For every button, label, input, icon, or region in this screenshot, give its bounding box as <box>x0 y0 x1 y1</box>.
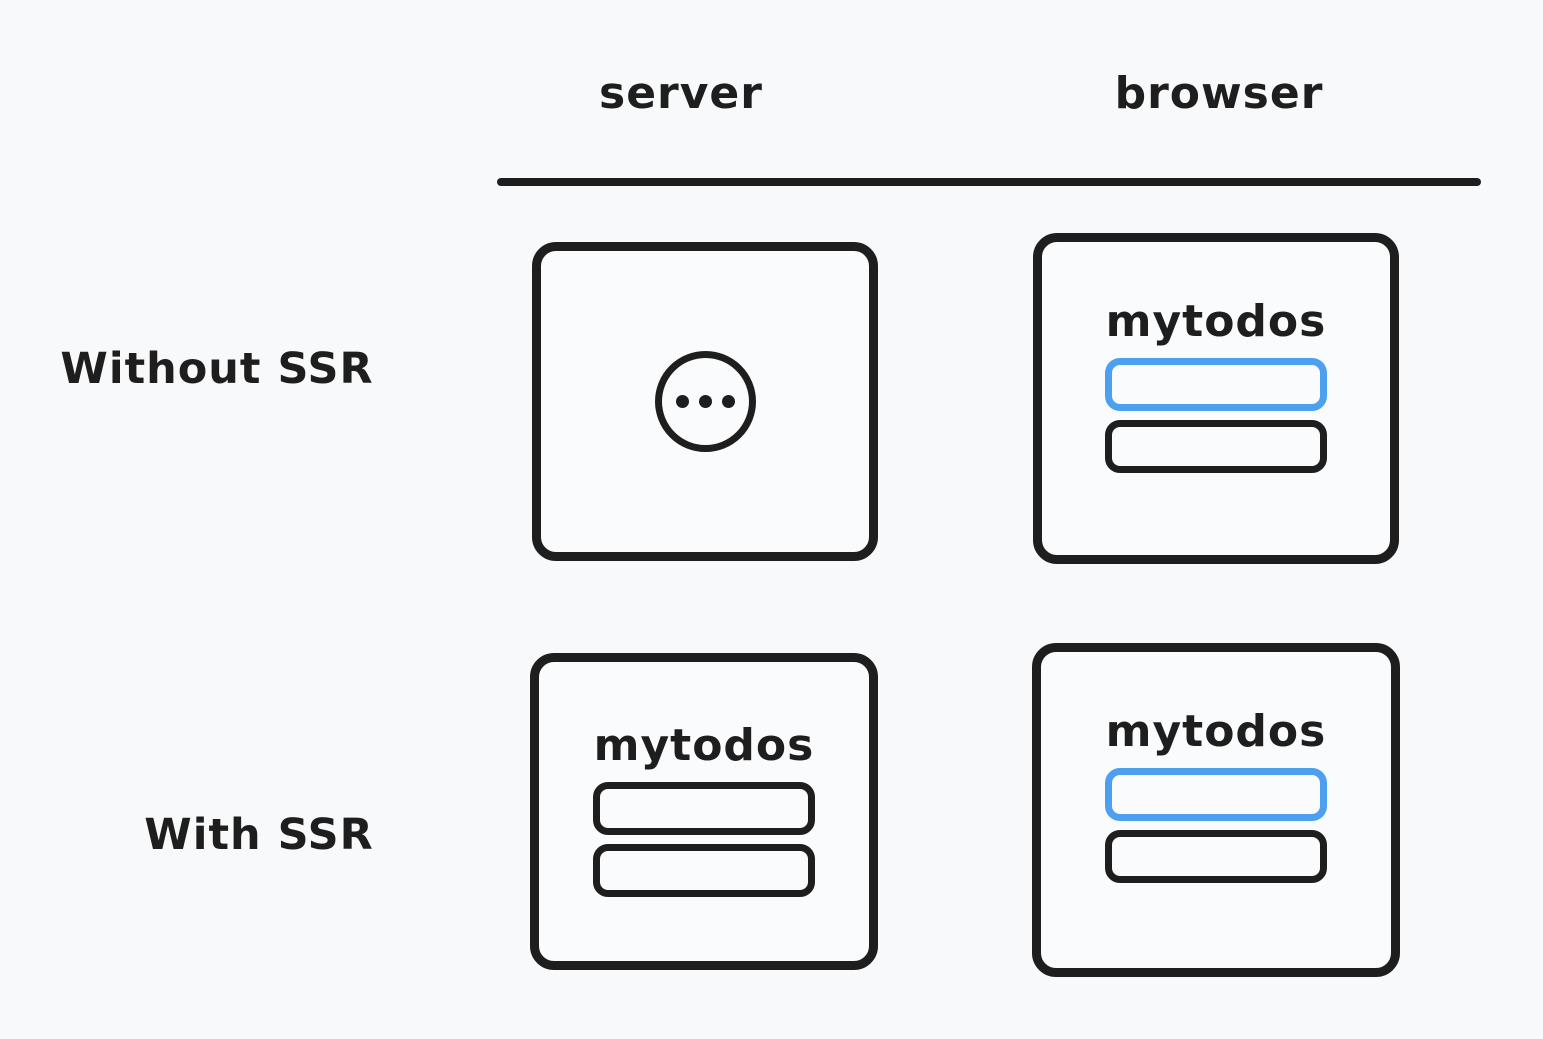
todo-item <box>593 781 815 835</box>
app-title: mytodos <box>1105 706 1327 757</box>
todo-item <box>593 843 815 897</box>
app-title: mytodos <box>1105 296 1327 347</box>
row-label-without-ssr: Without SSR <box>60 344 374 394</box>
column-header-server: server <box>599 68 763 119</box>
row-label-with-ssr: With SSR <box>144 810 374 860</box>
loading-ellipsis-icon <box>654 351 756 452</box>
browser-without-ssr-box: mytodos <box>1033 233 1399 564</box>
header-divider-line <box>497 178 1481 186</box>
todo-item <box>1105 419 1327 473</box>
ellipsis-dot <box>675 395 689 408</box>
app-title: mytodos <box>593 720 815 771</box>
column-header-browser: browser <box>1114 68 1324 119</box>
todo-item-highlighted <box>1105 767 1327 821</box>
ellipsis-dot <box>698 395 712 408</box>
todo-item <box>1105 829 1327 883</box>
browser-with-ssr-box: mytodos <box>1032 643 1400 977</box>
todo-item-highlighted <box>1105 357 1327 411</box>
server-without-ssr-box <box>532 242 878 561</box>
ellipsis-dot <box>721 395 735 408</box>
server-with-ssr-box: mytodos <box>530 653 878 970</box>
